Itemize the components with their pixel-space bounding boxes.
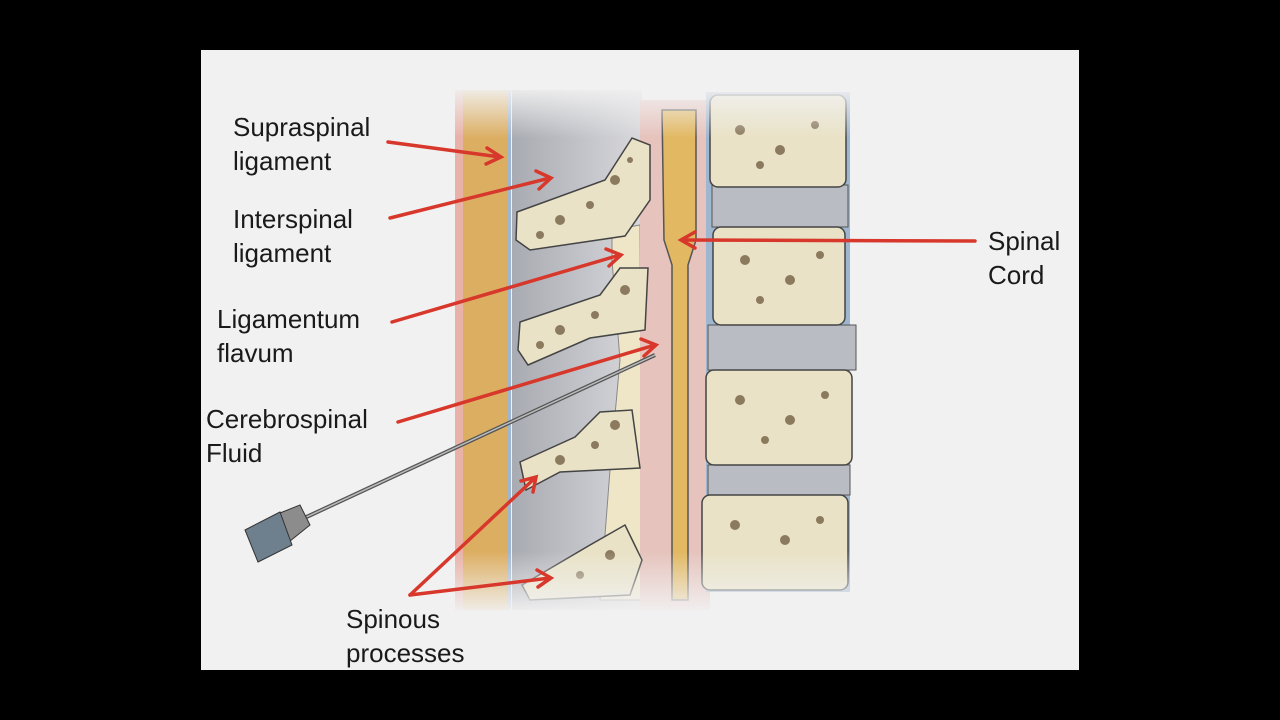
label-arrows xyxy=(386,140,977,597)
spinal-needle xyxy=(244,353,656,563)
